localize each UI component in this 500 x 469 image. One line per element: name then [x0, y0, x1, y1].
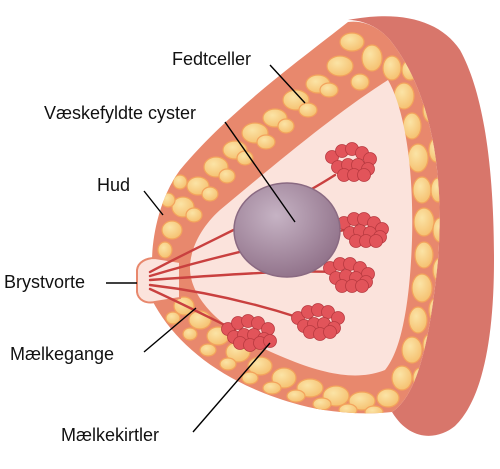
fat-cell: [298, 102, 318, 118]
fat-cell: [391, 365, 413, 391]
fat-cell: [412, 176, 432, 204]
fat-cell: [414, 241, 434, 269]
fat-cell: [277, 118, 295, 134]
chest-wall: [348, 16, 494, 436]
fat-cell: [256, 134, 276, 150]
label-fluid-filled-cysts: Væskefyldte cyster: [44, 103, 197, 123]
gland-lobule: [355, 279, 369, 293]
fat-cell: [199, 343, 217, 357]
leader-fluid-cysts: [224, 121, 296, 223]
leader-fat-cells: [269, 64, 306, 104]
leader-milk-glands: [192, 342, 271, 433]
label-nipple: Brystvorte: [4, 272, 86, 292]
fat-cell: [361, 44, 383, 72]
fat-cell: [413, 207, 435, 237]
fat-cell: [165, 311, 181, 325]
label-skin: Hud: [97, 175, 131, 195]
duct-4: [148, 283, 302, 320]
fat-cell: [407, 143, 429, 173]
fat-cell: [408, 306, 428, 334]
label-milk-ducts: Mælkegange: [10, 344, 115, 364]
fat-cell: [432, 217, 440, 243]
label-milk-glands: Mælkekirtler: [61, 425, 160, 445]
gland-lobule: [369, 234, 383, 248]
fat-cell: [262, 381, 282, 395]
fat-cell: [401, 336, 423, 364]
fat-cell: [219, 357, 237, 371]
fat-cell: [241, 371, 259, 385]
fat-cell: [286, 389, 306, 403]
fat-cell: [350, 73, 370, 91]
fat-cell: [201, 186, 219, 202]
fat-cell: [402, 112, 422, 140]
leader-milk-ducts: [143, 307, 197, 353]
fat-cell: [157, 241, 173, 259]
fat-cell: [338, 403, 358, 414]
gland-lobule: [325, 150, 339, 164]
leader-lines: [106, 64, 306, 433]
fat-cell: [382, 55, 402, 81]
fat-cell: [218, 168, 236, 184]
fat-cell: [339, 32, 365, 52]
fat-cell: [319, 82, 339, 98]
duct-3: [148, 270, 337, 282]
fat-cell: [161, 220, 183, 240]
fat-cell: [376, 388, 400, 408]
gland-lobule: [357, 168, 371, 182]
leader-skin: [143, 190, 164, 216]
fat-cell: [411, 273, 433, 303]
fat-cells: [157, 32, 440, 414]
fat-cell: [348, 391, 376, 411]
fat-cell: [182, 327, 198, 341]
fat-cell: [160, 192, 176, 208]
fluid-filled-cyst: [233, 182, 341, 278]
fat-cell: [185, 207, 203, 223]
fat-cell: [172, 174, 188, 190]
milk-glands: [221, 142, 389, 352]
fat-cell: [312, 397, 332, 411]
gland-lobule: [263, 334, 277, 348]
gland-lobule: [323, 325, 337, 339]
label-fat-cells: Fedtceller: [172, 49, 252, 69]
fat-cell: [364, 405, 384, 414]
fat-cell: [326, 55, 354, 77]
